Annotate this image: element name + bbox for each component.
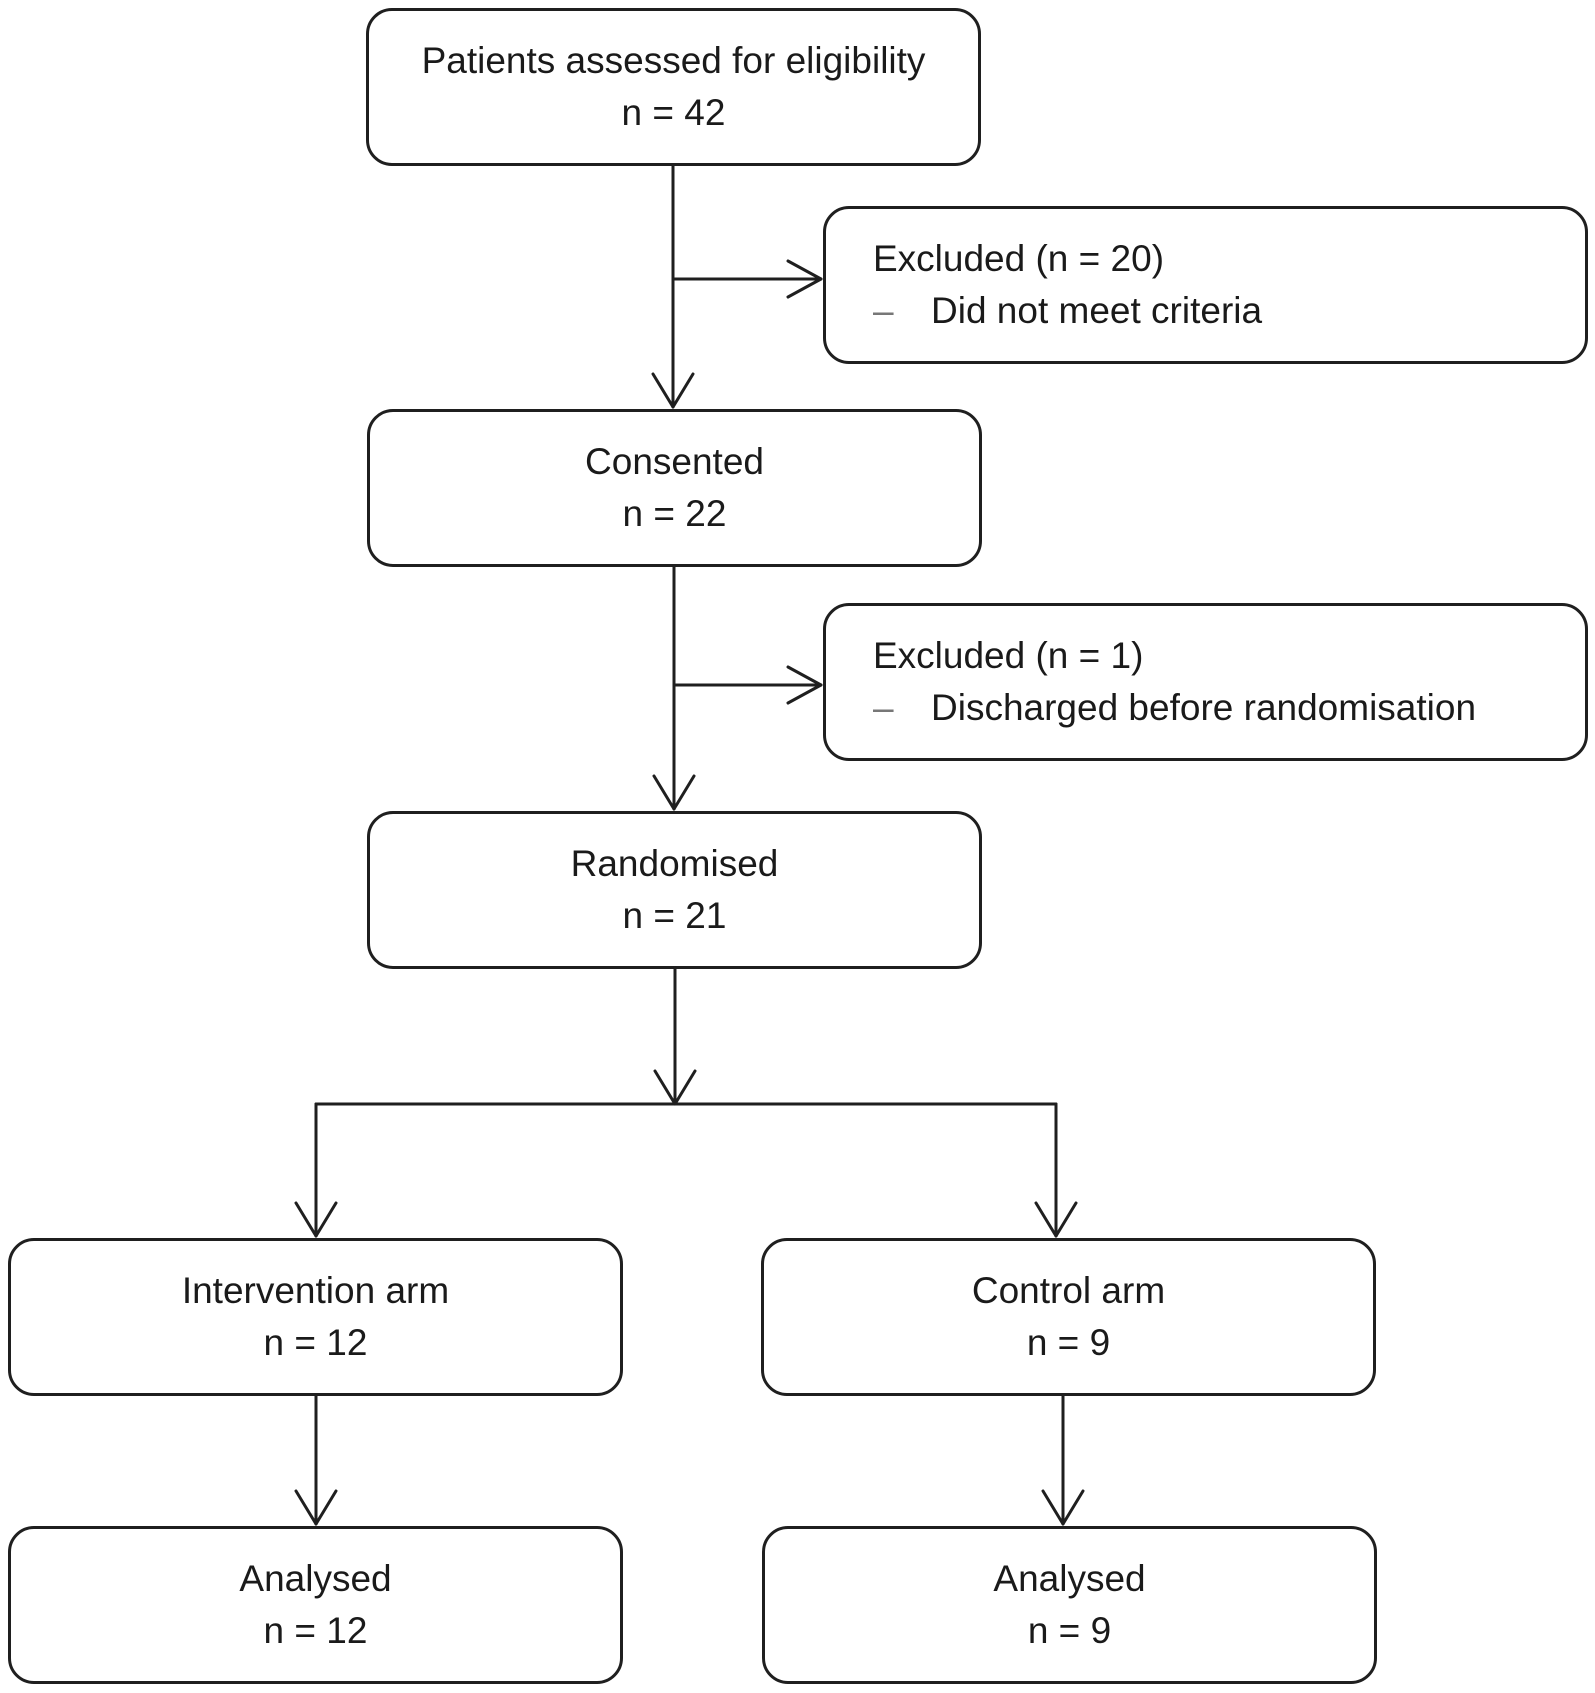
excluded-2-box: Excluded (n = 1) – Discharged before ran… (823, 603, 1588, 761)
intervention-arm-label: Intervention arm (181, 1270, 450, 1311)
arrowhead-control (1034, 1201, 1078, 1238)
assessed-box: Patients assessed for eligibility n = 42 (366, 8, 981, 166)
arrowhead-intervention (294, 1201, 338, 1238)
analysed-intervention-box: Analysed n = 12 (8, 1526, 623, 1684)
arrowhead-randomised (652, 774, 696, 811)
randomised-box: Randomised n = 21 (367, 811, 982, 969)
randomised-label: Randomised (570, 843, 779, 884)
intervention-arm-box: Intervention arm n = 12 (8, 1238, 623, 1396)
consented-label: Consented (585, 441, 764, 482)
excluded-1-bullet: – (873, 290, 894, 331)
intervention-arm-count: n = 12 (263, 1322, 368, 1363)
control-arm-count: n = 9 (1026, 1322, 1111, 1363)
consented-count: n = 22 (622, 493, 727, 534)
control-arm-box: Control arm n = 9 (761, 1238, 1376, 1396)
excluded-1-label: Excluded (n = 20) (873, 238, 1165, 279)
excluded-2-reason: Discharged before randomisation (931, 687, 1477, 728)
arrowhead-analysed-intervention (294, 1489, 338, 1526)
excluded-1-box: Excluded (n = 20) – Did not meet criteri… (823, 206, 1588, 364)
excluded-2-bullet: – (873, 687, 894, 728)
excluded-1-reason: Did not meet criteria (931, 290, 1263, 331)
assessed-label: Patients assessed for eligibility (421, 40, 926, 81)
excluded-1-reason-row: – Did not meet criteria (873, 285, 1262, 337)
excluded-2-reason-row: – Discharged before randomisation (873, 682, 1476, 734)
arrowhead-excluded-1 (786, 259, 823, 299)
analysed-intervention-label: Analysed (239, 1558, 392, 1599)
arrowhead-analysed-control (1041, 1489, 1085, 1526)
excluded-2-label: Excluded (n = 1) (873, 635, 1144, 676)
arrowhead-consented (651, 372, 695, 409)
analysed-control-count: n = 9 (1027, 1610, 1112, 1651)
randomised-count: n = 21 (622, 895, 727, 936)
analysed-intervention-count: n = 12 (263, 1610, 368, 1651)
consented-box: Consented n = 22 (367, 409, 982, 567)
control-arm-label: Control arm (971, 1270, 1166, 1311)
arrowhead-excluded-2 (786, 665, 823, 705)
analysed-control-label: Analysed (993, 1558, 1146, 1599)
analysed-control-box: Analysed n = 9 (762, 1526, 1377, 1684)
assessed-count: n = 42 (621, 92, 726, 133)
